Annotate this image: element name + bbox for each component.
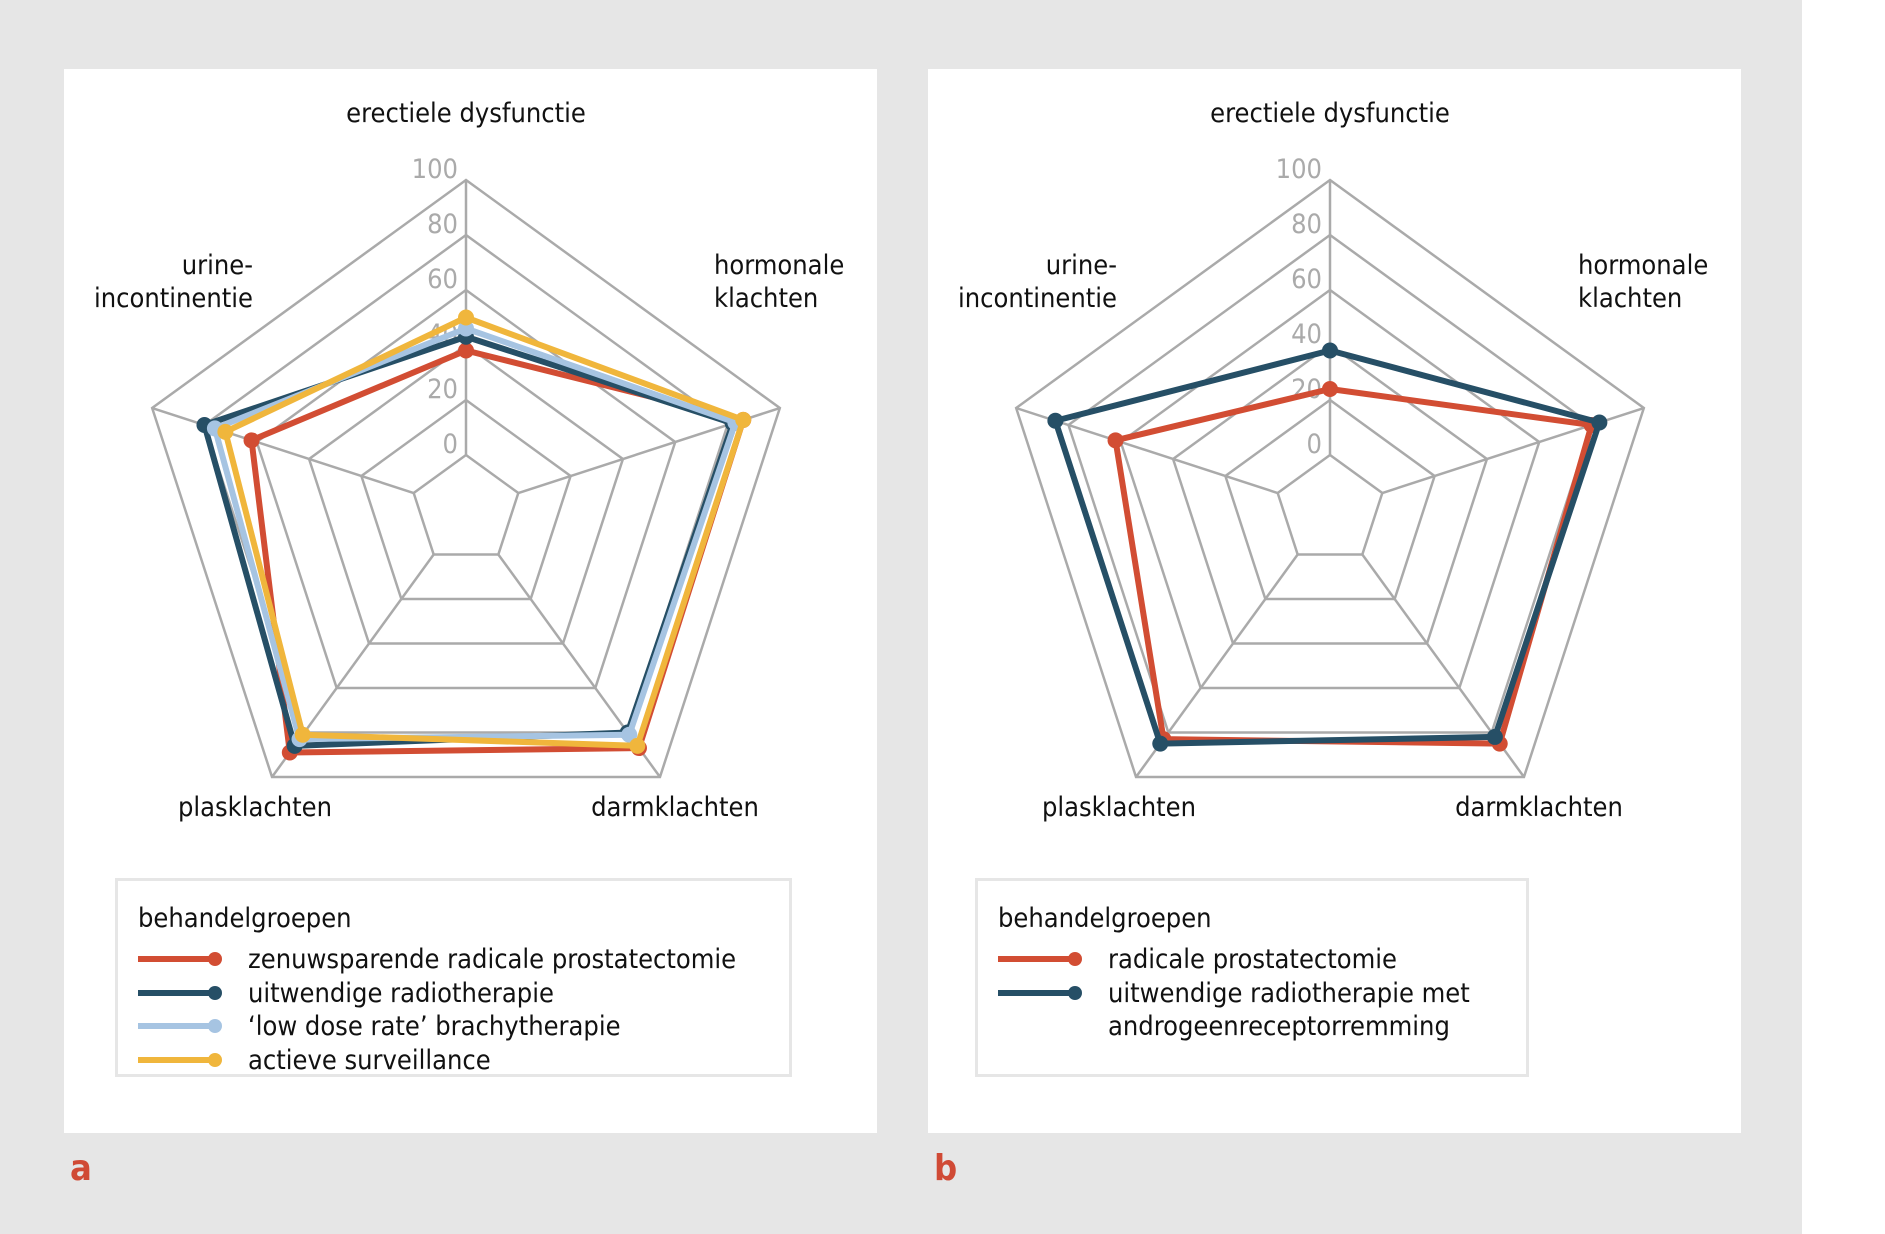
data-point bbox=[1322, 342, 1338, 359]
grid-ring bbox=[1119, 288, 1541, 690]
series-line bbox=[248, 347, 747, 756]
legend-swatch bbox=[138, 1052, 222, 1067]
legend-marker bbox=[208, 952, 222, 966]
grid-ring bbox=[1066, 233, 1594, 734]
tick-label: 40 bbox=[1291, 319, 1322, 350]
legend-label: ‘low dose rate’ brachytherapie bbox=[248, 1011, 621, 1042]
legend-marker bbox=[208, 1019, 222, 1033]
data-point bbox=[458, 320, 474, 337]
axis-label: darmklachten bbox=[591, 792, 759, 823]
data-point bbox=[458, 342, 474, 359]
tick-label: 20 bbox=[427, 374, 458, 405]
axis-label: hormonale bbox=[1578, 250, 1708, 281]
data-point bbox=[217, 423, 234, 440]
legend-swatch bbox=[138, 985, 222, 1000]
series-line bbox=[1112, 386, 1595, 747]
tick-label: 80 bbox=[1291, 209, 1322, 240]
grid-ring bbox=[1276, 453, 1384, 556]
legend-line bbox=[998, 956, 1074, 962]
data-point bbox=[1047, 412, 1064, 429]
tick-label: 60 bbox=[1291, 264, 1322, 295]
data-point bbox=[629, 737, 646, 754]
panel-label-a: a bbox=[70, 1148, 92, 1189]
legend-swatch bbox=[998, 985, 1082, 1000]
axis-label: hormonale bbox=[714, 250, 844, 281]
series-line bbox=[211, 325, 739, 743]
legend-label: uitwendige radiotherapie met bbox=[1108, 977, 1470, 1009]
legend-marker bbox=[208, 985, 222, 1000]
legend-line bbox=[138, 956, 214, 962]
grid-ring bbox=[202, 233, 730, 734]
data-point bbox=[735, 411, 752, 428]
grid-ring bbox=[307, 343, 625, 645]
legend-label: androgeenreceptorremming bbox=[1108, 1011, 1450, 1042]
axis-label: incontinentie bbox=[958, 283, 1117, 314]
axis-label: darmklachten bbox=[1455, 792, 1623, 823]
legend-line bbox=[138, 1056, 214, 1063]
axis-label: erectiele dysfunctie bbox=[346, 98, 586, 129]
legend-line bbox=[138, 1023, 214, 1029]
legend-title: behandelgroepen bbox=[138, 903, 352, 934]
legend-swatch bbox=[138, 1019, 222, 1033]
series-line bbox=[1052, 347, 1603, 747]
axis-label: urine- bbox=[182, 250, 253, 281]
legend-swatch bbox=[138, 952, 222, 966]
grid-ring bbox=[1014, 178, 1646, 779]
grid-spoke bbox=[151, 406, 415, 495]
legend-marker bbox=[1068, 985, 1082, 1000]
legend-swatch bbox=[998, 952, 1082, 966]
series-line bbox=[222, 314, 747, 749]
legend-marker bbox=[1068, 952, 1082, 966]
grid-ring bbox=[412, 453, 520, 556]
tick-label: 80 bbox=[427, 209, 458, 240]
tick-label: 0 bbox=[1307, 429, 1322, 460]
legend-line bbox=[998, 989, 1074, 996]
legend-title: behandelgroepen bbox=[998, 903, 1212, 934]
data-point bbox=[1152, 735, 1169, 752]
grid-ring bbox=[255, 288, 677, 690]
legend-label: zenuwsparende radicale prostatectomie bbox=[248, 944, 737, 975]
tick-label: 100 bbox=[412, 154, 458, 185]
axis-label: klachten bbox=[1578, 283, 1682, 314]
grid-ring bbox=[1171, 343, 1489, 645]
axis-label: urine- bbox=[1046, 250, 1117, 281]
tick-label: 100 bbox=[1276, 154, 1322, 185]
data-point bbox=[294, 726, 311, 743]
legend-line bbox=[138, 989, 214, 996]
legend-label: radicale prostatectomie bbox=[1108, 944, 1397, 975]
axis-label: plasklachten bbox=[1042, 792, 1196, 823]
tick-label: 0 bbox=[443, 429, 458, 460]
legend-a: behandelgroepen zenuwsparende radicale p… bbox=[115, 878, 792, 1077]
panel-label-b: b bbox=[934, 1148, 958, 1189]
data-point bbox=[1107, 432, 1124, 449]
legend-marker bbox=[208, 1052, 222, 1067]
legend-label: actieve surveillance bbox=[248, 1044, 491, 1076]
axis-label: klachten bbox=[714, 283, 818, 314]
data-point bbox=[1486, 728, 1503, 745]
data-point bbox=[458, 309, 474, 326]
grid-ring bbox=[150, 178, 782, 779]
data-point bbox=[621, 726, 638, 743]
data-point bbox=[1322, 381, 1338, 397]
axis-label: plasklachten bbox=[178, 792, 332, 823]
grid-ring bbox=[359, 398, 573, 601]
grid-ring bbox=[1223, 398, 1437, 601]
legend-label: uitwendige radiotherapie bbox=[248, 977, 554, 1009]
data-point bbox=[243, 432, 260, 449]
axis-label: incontinentie bbox=[94, 283, 253, 314]
axis-label: erectiele dysfunctie bbox=[1210, 98, 1450, 129]
data-point bbox=[1591, 414, 1608, 431]
tick-label: 60 bbox=[427, 264, 458, 295]
